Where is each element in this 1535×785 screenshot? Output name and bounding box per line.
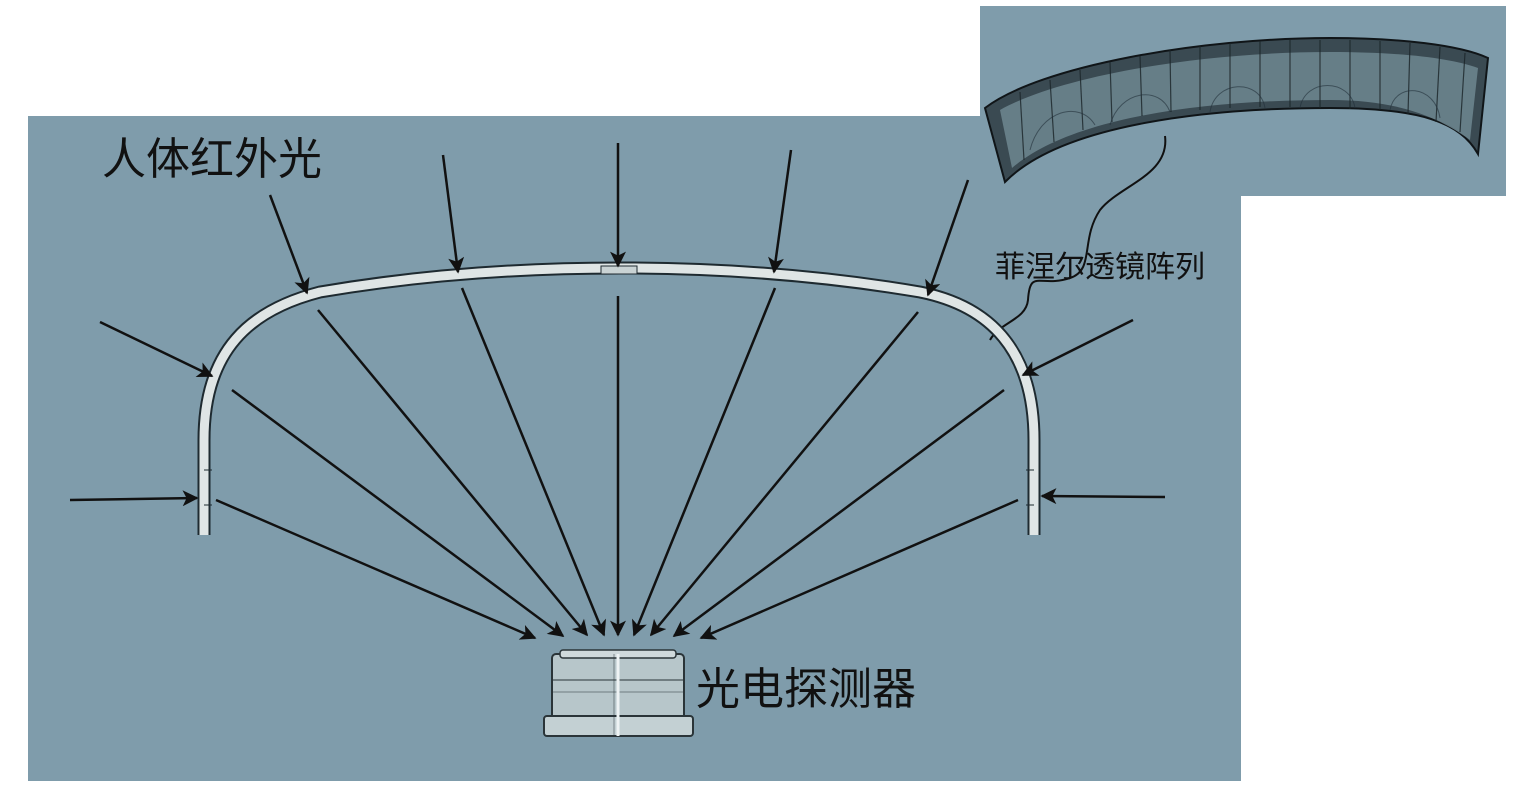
incoming-infrared-arrows	[69, 143, 1166, 507]
lens-3d-inset	[980, 6, 1506, 196]
fresnel-lens-array-label: 菲涅尔透镜阵列	[995, 250, 1205, 285]
photodetector	[543, 649, 694, 737]
refracted-rays	[215, 287, 1019, 640]
infrared-light-label: 人体红外光	[102, 134, 322, 185]
photodetector-label: 光电探测器	[696, 664, 916, 715]
lens-callout-line	[989, 135, 1167, 341]
fresnel-lens-cross-section	[197, 261, 1041, 535]
